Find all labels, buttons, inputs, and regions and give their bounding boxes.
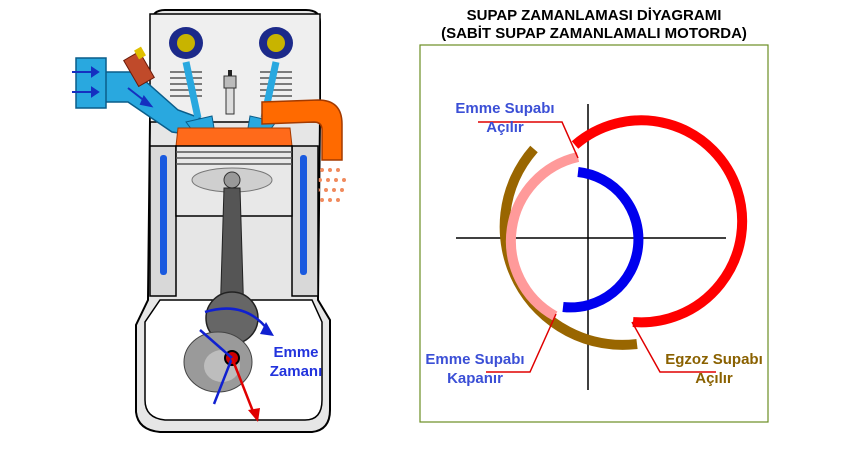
- diagram-title-line1: SUPAP ZAMANLAMASI DİYAGRAMI: [467, 7, 722, 24]
- exhaust-open-label-line1: Egzoz Supabı: [665, 351, 763, 368]
- valve-timing-diagram: SUPAP ZAMANLAMASI DİYAGRAMI (SABİT SUPAP…: [419, 7, 769, 423]
- intake-close-label-line1: Emme Supabı: [425, 351, 524, 368]
- intake-airflow-arrows: [72, 66, 154, 108]
- intake-open-leader: [478, 121, 579, 159]
- coolant-jacket-left: [160, 155, 167, 275]
- spark-plug: [223, 70, 237, 115]
- intake-valve: [182, 61, 215, 131]
- combustion-chamber: [175, 127, 293, 147]
- compression-arc: [562, 167, 644, 313]
- crank-arm-red: [230, 357, 256, 415]
- stroke-label-line2: Zamanı: [270, 363, 323, 380]
- intake-duration-outer-arc: [499, 145, 638, 350]
- exhaust-open-leader: [631, 321, 716, 373]
- exhaust-open-label-line2: Açılır: [695, 370, 733, 387]
- exhaust-gas-particles: [316, 168, 346, 202]
- crank-red-arrowhead: [248, 408, 260, 422]
- intake-cam: [169, 27, 203, 59]
- crank-arm-blue: [212, 357, 234, 405]
- intake-duration-arc: [505, 152, 580, 321]
- stroke-label-line1: Emme: [273, 344, 318, 361]
- exhaust-duration-arc: [571, 115, 748, 328]
- crank-rotation-arc: [204, 307, 269, 331]
- engine-cross-section: Emme Zamanı: [72, 9, 346, 433]
- exhaust-cam: [259, 27, 293, 59]
- diagram-title-line2: (SABİT SUPAP ZAMANLAMALI MOTORDA): [441, 25, 747, 42]
- intake-open-label-line2: Açılır: [486, 119, 524, 136]
- intake-close-label-line2: Kapanır: [447, 370, 503, 387]
- crank-rotation-arrowhead: [260, 322, 274, 336]
- intake-close-leader: [486, 313, 557, 373]
- intake-port-box: [75, 57, 107, 109]
- exhaust-manifold: [261, 99, 343, 161]
- crank-arm-blue-upper: [199, 329, 233, 359]
- diagram-frame: [419, 44, 769, 423]
- coolant-jacket-right: [300, 155, 307, 275]
- fuel-injector: [123, 46, 155, 88]
- intake-open-label-line1: Emme Supabı: [455, 100, 554, 117]
